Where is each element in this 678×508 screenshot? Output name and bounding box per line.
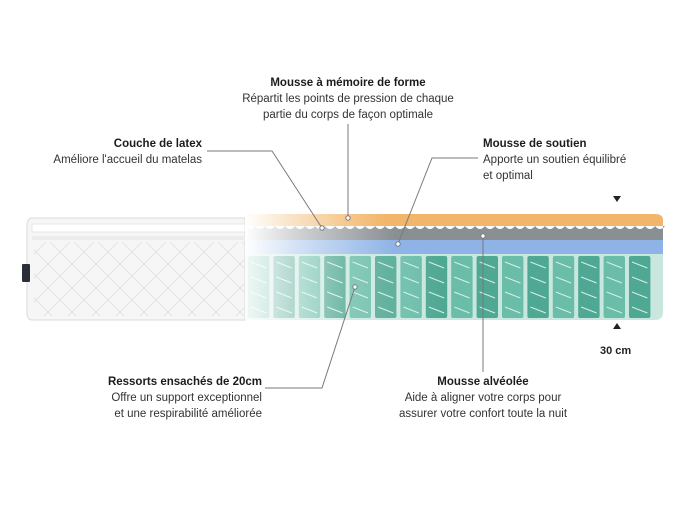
leader-springs	[265, 286, 356, 389]
spring-coil	[606, 276, 623, 284]
latex-layer	[245, 226, 665, 242]
spring-coil	[530, 291, 546, 299]
leader-lines	[207, 124, 486, 389]
spring-coil	[479, 306, 496, 314]
spring-pocket	[552, 256, 575, 318]
spring-coil	[504, 306, 521, 314]
spring-coil	[479, 261, 496, 269]
spring-coil	[454, 291, 470, 299]
callout-title: Mousse de soutien	[483, 138, 587, 150]
callout-support-foam: Mousse de soutien Apporte un soutien équ…	[483, 136, 673, 184]
callout-memory-foam: Mousse à mémoire de forme Répartit les p…	[220, 75, 476, 123]
dimension-markers	[613, 196, 621, 329]
spring-coil	[631, 306, 648, 314]
callout-springs: Ressorts ensachés de 20cm Offre un suppo…	[40, 374, 262, 422]
spring-pocket	[476, 256, 498, 318]
spring-coil	[555, 276, 572, 284]
spring-coil	[454, 261, 470, 269]
spring-coil	[581, 306, 597, 314]
spring-pocket	[527, 256, 549, 318]
spring-coil	[504, 276, 521, 284]
spring-coil	[530, 306, 546, 314]
callout-title: Couche de latex	[113, 138, 202, 150]
spring-pocket	[578, 256, 600, 318]
callout-desc-line: Offre un support exceptionnel	[111, 392, 262, 404]
spring-coil	[555, 261, 572, 269]
spring-coil	[479, 291, 496, 299]
spring-coil	[581, 261, 597, 269]
spring-coil	[581, 276, 597, 284]
spring-coil	[555, 306, 572, 314]
callout-desc-line: Répartit les points de pression de chaqu…	[242, 93, 454, 105]
spring-coil	[581, 291, 597, 299]
callout-desc-line: Améliore l'accueil du matelas	[53, 154, 202, 166]
callout-cell-foam: Mousse alvéolée Aide à aligner votre cor…	[370, 374, 596, 422]
support-foam-layer	[245, 240, 663, 254]
brand-tag	[22, 264, 30, 282]
spring-pocket	[451, 256, 473, 318]
callout-desc-line: Aide à aligner votre corps pour	[404, 392, 562, 404]
spring-coil	[530, 261, 546, 269]
callout-desc-line: et optimal	[483, 170, 533, 182]
spring-coil	[555, 291, 572, 299]
callout-desc-line: assurer votre confort toute la nuit	[398, 408, 568, 420]
callout-desc-line: Apporte un soutien équilibré	[483, 154, 627, 166]
spring-coil	[504, 261, 521, 269]
spring-coil	[454, 276, 470, 284]
spring-coil	[631, 291, 648, 299]
callout-title: Ressorts ensachés de 20cm	[107, 376, 262, 388]
callout-title: Mousse alvéolée	[437, 376, 529, 388]
height-dimension-label: 30 cm	[600, 345, 632, 357]
leader-latex	[207, 150, 323, 229]
spring-coil	[606, 261, 623, 269]
spring-pocket	[629, 256, 651, 318]
spring-pocket	[603, 256, 625, 318]
spring-coil	[530, 276, 546, 284]
arrow-down-icon	[613, 196, 621, 202]
spring-coil	[606, 291, 623, 299]
memory-foam-layer	[245, 214, 663, 226]
spring-coil	[631, 276, 648, 284]
spring-coil	[606, 306, 623, 314]
callout-latex: Couche de latex Améliore l'accueil du ma…	[20, 136, 202, 168]
spring-coil	[479, 276, 496, 284]
spring-coil	[504, 291, 521, 299]
arrow-up-icon	[613, 323, 621, 329]
callout-title: Mousse à mémoire de forme	[270, 77, 426, 89]
spring-coil	[631, 261, 648, 269]
springs-fade	[245, 254, 445, 320]
callout-desc-line: partie du corps de façon optimale	[262, 109, 434, 121]
leader-support-foam	[397, 157, 478, 245]
callout-desc-line: et une respirabilité améliorée	[114, 408, 262, 420]
spring-pocket	[502, 256, 524, 318]
spring-coil	[454, 306, 470, 314]
mattress-cover	[22, 217, 246, 321]
